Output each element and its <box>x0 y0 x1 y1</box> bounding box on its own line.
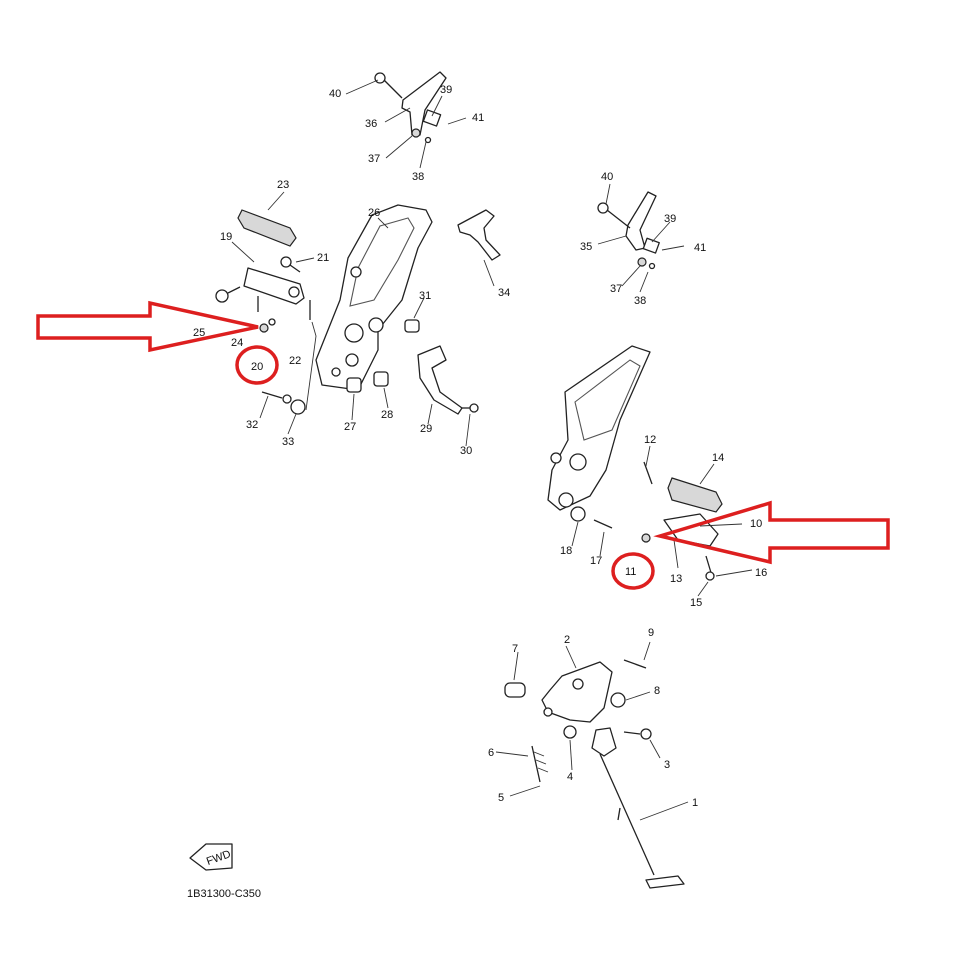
sidestand-assembly <box>504 659 685 889</box>
highlight-circle-11 <box>611 552 655 590</box>
callout-15: 15 <box>690 597 702 609</box>
callout-38b: 38 <box>634 295 646 307</box>
callout-24: 24 <box>231 337 243 349</box>
callout-35: 35 <box>580 241 592 253</box>
callout-37a: 37 <box>368 153 380 165</box>
callout-30: 30 <box>460 445 472 457</box>
callout-9: 9 <box>648 627 654 639</box>
right-frame-plate <box>547 345 651 511</box>
callout-6: 6 <box>488 747 494 759</box>
callout-19: 19 <box>220 231 232 243</box>
callout-31: 31 <box>419 290 431 302</box>
upper-right-linkage <box>597 191 685 270</box>
callout-21: 21 <box>317 252 329 264</box>
callout-7: 7 <box>512 643 518 655</box>
part-32-bolt <box>261 391 292 404</box>
callout-25: 25 <box>193 327 205 339</box>
callout-17: 17 <box>590 555 602 567</box>
callout-1: 1 <box>692 797 698 809</box>
callout-32: 32 <box>246 419 258 431</box>
callout-11: 11 <box>625 566 636 578</box>
callout-39a: 39 <box>440 84 452 96</box>
callout-3: 3 <box>664 759 670 771</box>
callout-16: 16 <box>755 567 767 579</box>
callout-37b: 37 <box>610 283 622 295</box>
part-33-washer <box>290 399 306 415</box>
part-34-bracket <box>457 209 501 261</box>
callout-8: 8 <box>654 685 660 697</box>
callout-23: 23 <box>277 179 289 191</box>
part-27-collar <box>346 377 362 393</box>
left-footpeg-assembly <box>215 209 317 411</box>
callout-39b: 39 <box>664 213 676 225</box>
part-28-collar <box>373 371 389 387</box>
part-29-bracket <box>417 345 479 415</box>
part-18-washer <box>570 506 586 522</box>
highlight-marks <box>36 300 890 590</box>
callout-26: 26 <box>368 207 380 219</box>
diagram-code: 1B31300-C350 <box>187 888 261 900</box>
callout-40a: 40 <box>329 88 341 100</box>
part-31-spacer <box>404 319 420 333</box>
highlight-arrow-left <box>36 300 259 353</box>
callout-labels: 40 39 41 36 37 38 40 39 41 35 37 38 34 2… <box>193 84 767 809</box>
callout-22: 22 <box>289 355 301 367</box>
part-17-bolt <box>593 519 613 529</box>
callout-29: 29 <box>420 423 432 435</box>
upper-left-linkage <box>374 71 467 144</box>
callout-2: 2 <box>564 634 570 646</box>
fwd-indicator: FWD <box>189 843 233 871</box>
callout-34: 34 <box>498 287 510 299</box>
highlight-arrow-right <box>653 500 890 565</box>
highlight-circle-20 <box>235 345 279 385</box>
callout-40b: 40 <box>601 171 613 183</box>
callout-18: 18 <box>560 545 572 557</box>
right-footpeg-assembly <box>641 477 723 581</box>
part-12-bolt <box>643 461 653 485</box>
callout-14: 14 <box>712 452 724 464</box>
callout-12: 12 <box>644 434 656 446</box>
callout-27: 27 <box>344 421 356 433</box>
callout-5: 5 <box>498 792 504 804</box>
callout-10: 10 <box>750 518 762 530</box>
callout-41a: 41 <box>472 112 484 124</box>
callout-38a: 38 <box>412 171 424 183</box>
callout-28: 28 <box>381 409 393 421</box>
callout-41b: 41 <box>694 242 706 254</box>
leader-lines <box>231 79 753 821</box>
callout-13: 13 <box>670 573 682 585</box>
callout-33: 33 <box>282 436 294 448</box>
callout-20: 20 <box>251 361 263 373</box>
part-26-frame-plate <box>315 204 433 391</box>
callout-4: 4 <box>567 771 573 783</box>
callout-36: 36 <box>365 118 377 130</box>
